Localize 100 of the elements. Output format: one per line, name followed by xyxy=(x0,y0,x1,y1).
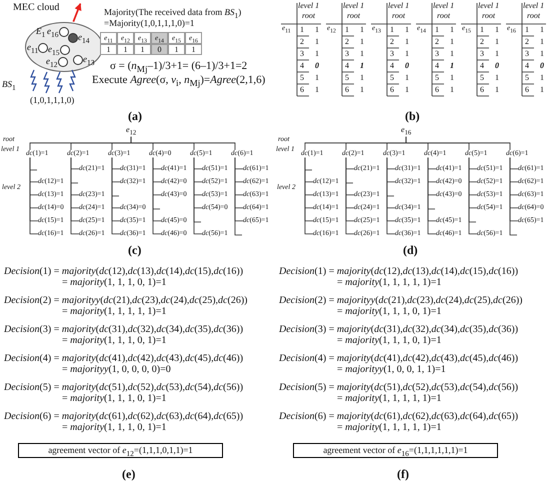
equation-text: = majority(1, 1, 1, 0, 1)=1 xyxy=(337,335,442,346)
column-header: level 1 xyxy=(298,2,320,11)
row-value: 1 xyxy=(405,50,409,59)
column-header: level 1 xyxy=(523,2,544,11)
row-number: 6 xyxy=(345,86,349,95)
tree-connector xyxy=(152,157,162,234)
column-header: level 1 xyxy=(478,2,500,11)
row-number: 4 xyxy=(525,62,529,71)
tree-connector xyxy=(30,157,38,234)
row-value: 1 xyxy=(540,26,544,35)
row-value: 1 xyxy=(495,38,499,47)
equation-text: Decision(2) = majorityy(dc(21),dc(23),dc(24),dc(25),dc(26)) xyxy=(279,295,522,306)
row-value: 1 xyxy=(450,38,454,47)
row-number: 2 xyxy=(300,38,304,47)
table-cell: 0 xyxy=(151,44,168,55)
row-value: 1 xyxy=(405,86,409,95)
tree-connector xyxy=(406,136,510,150)
row-value: 1 xyxy=(495,50,499,59)
tree-connector xyxy=(346,157,354,234)
row-value: 0 xyxy=(495,62,499,71)
cloud-label: MEC cloud xyxy=(13,2,60,13)
row-value: 1 xyxy=(405,26,409,35)
row-value: 1 xyxy=(495,74,499,83)
equation-text: = majority(1, 1, 1, 0, 1)=1 xyxy=(62,422,166,433)
equation-text: = majority(1, 1, 1, 0, 1)=1 xyxy=(62,393,166,404)
tree-connector xyxy=(194,157,202,234)
group-label: E$_{1}$ xyxy=(36,27,46,40)
row-value: 1 xyxy=(315,50,319,59)
equation-text: = majority(1, 1, 1, 1, 1)=1 xyxy=(337,277,442,288)
table-cell: 1 xyxy=(100,44,117,55)
row-value: 1 xyxy=(495,86,499,95)
equation-text: = majorityy(1, 0, 0, 0, 0)=0 xyxy=(62,364,171,375)
equation-text: Decision(1) = majority(dc(12),dc(13),dc(14),dc(15),dc(16)) xyxy=(4,266,244,277)
row-number: 5 xyxy=(480,74,484,83)
row-value: 1 xyxy=(540,86,544,95)
row-value: 1 xyxy=(450,74,454,83)
column-header: level 1 xyxy=(343,2,364,11)
row-value: 1 xyxy=(315,38,319,47)
equation-text: Decision(3) = majority(dc(31),dc(32),dc(34),dc(35),dc(36)) xyxy=(279,324,518,335)
result-box: agreement vector of e$_{16}$=(1,1,1,1,1,1)=1 xyxy=(293,443,498,458)
column-header: root xyxy=(392,12,406,21)
row-value: 1 xyxy=(360,38,364,47)
row-value: 1 xyxy=(360,62,364,71)
row-number: 1 xyxy=(390,26,394,35)
row-value: 1 xyxy=(405,38,409,47)
tree-connector xyxy=(304,157,314,234)
node-label: e$_{15}$ xyxy=(48,44,60,57)
row-number: 5 xyxy=(390,74,394,83)
row-value: 0 xyxy=(315,62,319,71)
equation-text: = majority(1, 1, 1, 1, 1)=1 xyxy=(337,422,442,433)
equation-text: Execute Agree(σ, v$_{i}$, n$_{Mj}$)=Agree(2,1,6) xyxy=(92,74,266,88)
data-vector-text: (1,0,1,1,1,0) xyxy=(30,96,74,106)
row-number: 1 xyxy=(480,26,484,35)
row-value: 1 xyxy=(540,74,544,83)
row-number: 3 xyxy=(345,50,349,59)
root-node-label: e$_{16}$ xyxy=(401,126,412,137)
row-value: 1 xyxy=(450,26,454,35)
row-number: 4 xyxy=(345,62,349,71)
row-number: 2 xyxy=(345,38,349,47)
row-value: 1 xyxy=(450,62,454,71)
panel-caption: (a) xyxy=(128,110,142,124)
row-value: 1 xyxy=(360,86,364,95)
panel-caption: (d) xyxy=(403,244,418,258)
row-number: 6 xyxy=(480,86,484,95)
row-number: 3 xyxy=(300,50,304,59)
tree-connector xyxy=(70,157,80,234)
row-value: 0 xyxy=(405,62,409,71)
row-number: 5 xyxy=(345,74,349,83)
node-label: e$_{14}$ xyxy=(78,32,90,45)
table-cell: 1 xyxy=(117,44,134,55)
column-header: level 1 xyxy=(433,2,454,11)
tree-connector xyxy=(468,157,478,234)
tree-connector xyxy=(112,157,120,234)
row-number: 1 xyxy=(345,26,349,35)
column-header: root xyxy=(527,12,540,21)
panel-caption: (b) xyxy=(405,110,420,124)
node-label: e$_{13}$ xyxy=(83,54,94,67)
panel-caption: (f) xyxy=(397,468,409,482)
row-number: 6 xyxy=(525,86,529,95)
equation-text: = majority(1, 1, 1, 0, 1)=1 xyxy=(62,335,166,346)
row-value: 1 xyxy=(315,74,319,83)
node-label: e$_{11}$ xyxy=(27,42,38,55)
root-node-label: e$_{12}$ xyxy=(126,126,136,137)
row-number: 6 xyxy=(435,86,439,95)
equation-text: = majority(1, 1, 1, 1, 1)=1 xyxy=(62,306,166,317)
row-number: 4 xyxy=(435,62,439,71)
node-label: e$_{16}$ xyxy=(47,26,58,39)
row-number: 2 xyxy=(525,38,529,47)
column-header: level 1 xyxy=(388,2,410,11)
row-number: 3 xyxy=(435,50,439,59)
row-number: 4 xyxy=(300,62,304,71)
node-label: e$_{12}$ xyxy=(46,56,58,69)
row-number: 2 xyxy=(390,38,394,47)
row-number: 4 xyxy=(480,62,484,71)
row-number: 6 xyxy=(390,86,394,95)
row-number: 5 xyxy=(300,74,304,83)
tree-connector xyxy=(130,136,236,150)
row-number: 3 xyxy=(480,50,484,59)
row-value: 1 xyxy=(360,26,364,35)
row-number: 1 xyxy=(525,26,529,35)
